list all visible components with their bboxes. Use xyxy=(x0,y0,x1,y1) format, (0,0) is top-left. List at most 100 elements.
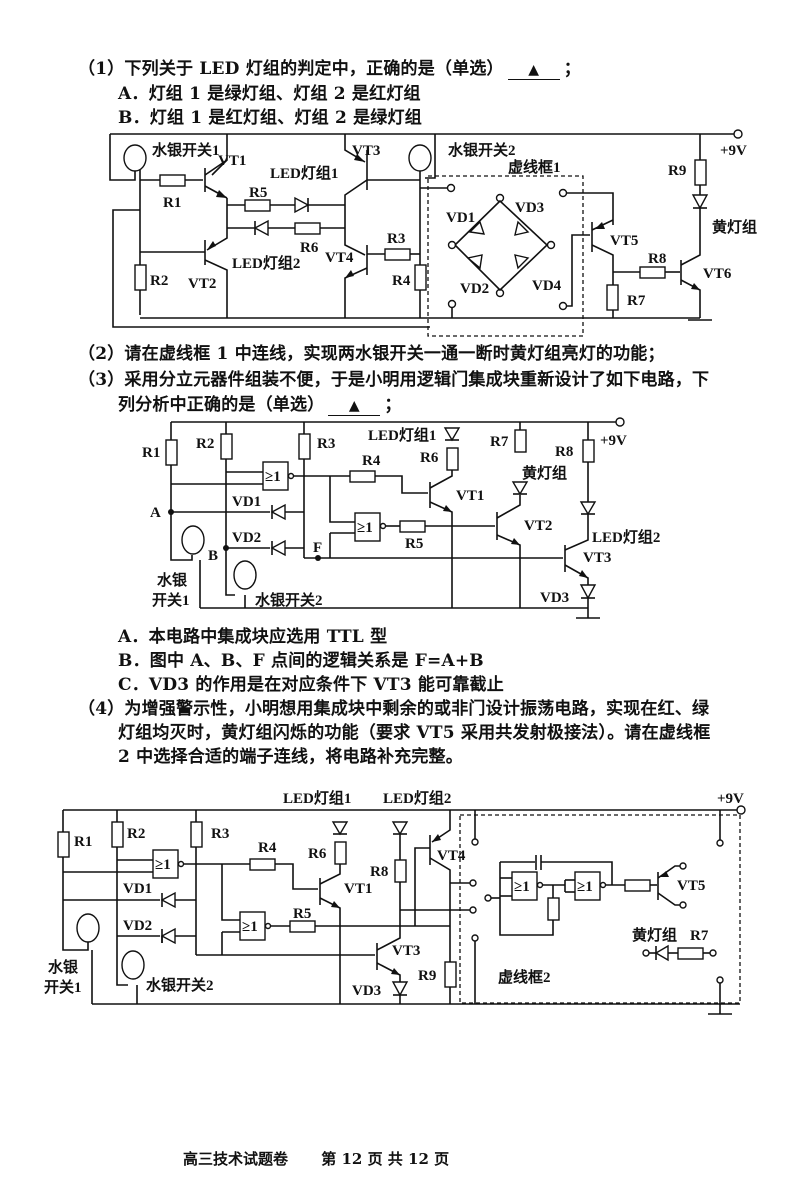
circuit-3-labels: R1 R2 R3 ≥1 ≥1 ≥1 ≥1 R4 R5 R6 R8 R9 R7 L… xyxy=(44,789,744,999)
label-vcc: +9V xyxy=(720,143,747,159)
question-4-line1: （4）为增强警示性，小明想用集成块中剩余的或非门设计振荡电路，实现在红、绿 xyxy=(78,699,710,719)
question-4-line2: 灯组均灭时，黄灯组闪烁的功能（要求 VT5 采用共发射极接法）。请在虚线框 xyxy=(118,723,711,743)
label-VT6: VT6 xyxy=(703,266,732,282)
label-led1: LED灯组1 xyxy=(368,426,436,444)
label-VT3: VT3 xyxy=(392,943,420,959)
label-VD3: VD3 xyxy=(540,590,569,606)
circuit-3-wires xyxy=(57,805,746,1015)
label-VT3: VT3 xyxy=(352,143,380,159)
label-VD4: VD4 xyxy=(532,278,562,294)
label-VT5: VT5 xyxy=(677,878,705,894)
label-led1: LED灯组1 xyxy=(283,789,351,807)
label-VD2: VD2 xyxy=(232,530,261,546)
label-node-B: B xyxy=(208,548,218,564)
dashed-box-2 xyxy=(459,814,741,1004)
label-VT5: VT5 xyxy=(610,233,638,249)
label-VT3: VT3 xyxy=(583,550,611,566)
label-R6: R6 xyxy=(308,846,327,862)
label-led2: LED灯组2 xyxy=(592,528,660,546)
label-R7: R7 xyxy=(627,293,646,309)
label-VT4: VT4 xyxy=(325,250,354,266)
question-3-stem-line2: 列分析中正确的是（单选）▲； xyxy=(118,394,402,416)
label-node-A: A xyxy=(150,505,161,521)
label-switch1: 水银开关1 xyxy=(152,141,220,159)
label-switch1-b: 开关1 xyxy=(44,978,82,996)
label-VT1: VT1 xyxy=(218,153,246,169)
label-VD1: VD1 xyxy=(123,881,152,897)
label-VD2: VD2 xyxy=(123,918,152,934)
label-R1: R1 xyxy=(142,445,160,461)
question-3-option-a: A．本电路中集成块应选用 TTL 型 xyxy=(118,627,388,647)
label-R5: R5 xyxy=(249,185,267,201)
label-vcc: +9V xyxy=(717,791,744,807)
label-R6: R6 xyxy=(300,240,319,256)
label-switch2: 水银开关2 xyxy=(255,591,323,609)
question-1-option-a: A．灯组 1 是绿灯组、灯组 2 是红灯组 xyxy=(118,84,421,104)
label-gate2: ≥1 xyxy=(357,520,373,536)
answer-blank[interactable]: ▲ xyxy=(328,396,381,416)
label-R3: R3 xyxy=(317,436,335,452)
label-R5: R5 xyxy=(293,906,311,922)
label-R4: R4 xyxy=(362,453,381,469)
circuit-2-labels: R1 R2 R3 ≥1 ≥1 R4 R5 R6 R7 R8 LED灯组1 黄灯组… xyxy=(142,426,660,609)
punctuation: ； xyxy=(384,395,402,415)
label-VT1: VT1 xyxy=(344,881,372,897)
label-gate1: ≥1 xyxy=(265,469,281,485)
punctuation: ； xyxy=(563,59,581,79)
label-R1: R1 xyxy=(74,834,92,850)
question-1-text: （1）下列关于 LED 灯组的判定中，正确的是（单选） xyxy=(78,59,504,79)
label-led1: LED灯组1 xyxy=(270,164,338,182)
page-footer: 高三技术试题卷 第 12 页 共 12 页 xyxy=(183,1148,477,1169)
question-4-line3: 2 中选择合适的端子连线，将电路补充完整。 xyxy=(118,747,463,767)
label-VD1: VD1 xyxy=(232,494,261,510)
question-3-stem-line1: （3）采用分立元器件组装不便，于是小明用逻辑门集成块重新设计了如下电路，下 xyxy=(78,370,710,390)
label-switch2: 水银开关2 xyxy=(146,976,214,994)
label-VT2: VT2 xyxy=(524,518,552,534)
label-yellow: 黄灯组 xyxy=(712,218,757,236)
footer-title: 高三技术试题卷 xyxy=(183,1150,289,1168)
label-yellow: 黄灯组 xyxy=(522,464,567,482)
question-1-option-b: B．灯组 1 是红灯组、灯组 2 是绿灯组 xyxy=(118,108,422,128)
label-R8: R8 xyxy=(370,864,388,880)
label-R4: R4 xyxy=(392,273,411,289)
vcc-terminal xyxy=(733,129,743,139)
circuit-1-labels: 水银开关1 R1 VT1 R5 LED灯组1 R6 LED灯组2 R2 VT2 … xyxy=(150,141,757,309)
label-gate1: ≥1 xyxy=(155,857,171,873)
question-3-option-b: B．图中 A、B、F 点间的逻辑关系是 F=A+B xyxy=(118,651,484,671)
label-R9: R9 xyxy=(668,163,686,179)
question-2-text: （2）请在虚线框 1 中连线，实现两水银开关一通一断时黄灯组亮灯的功能； xyxy=(78,344,665,364)
answer-blank[interactable]: ▲ xyxy=(507,60,560,80)
question-3-option-c: C．VD3 的作用是在对应条件下 VT3 能可靠截止 xyxy=(118,675,504,695)
label-R3: R3 xyxy=(387,231,405,247)
label-gate3: ≥1 xyxy=(514,879,530,895)
question-1-stem: （1）下列关于 LED 灯组的判定中，正确的是（单选） ▲ ； xyxy=(78,58,581,80)
label-VT4: VT4 xyxy=(437,848,466,864)
label-VD1: VD1 xyxy=(446,210,475,226)
circuit-1-wires xyxy=(109,129,743,337)
label-switch1-a: 水银 xyxy=(48,958,79,976)
label-VD3: VD3 xyxy=(352,983,381,999)
label-dashbox2: 虚线框2 xyxy=(498,968,551,986)
label-led2: LED灯组2 xyxy=(232,254,300,272)
label-R8: R8 xyxy=(555,444,573,460)
dashed-box-1 xyxy=(427,175,584,337)
label-gate2: ≥1 xyxy=(242,919,258,935)
footer-page-number: 第 12 页 共 12 页 xyxy=(321,1150,450,1168)
triangle-mark-icon: ▲ xyxy=(528,62,540,78)
label-R7: R7 xyxy=(690,928,709,944)
label-gate4: ≥1 xyxy=(577,879,593,895)
label-VD2: VD2 xyxy=(460,281,489,297)
label-R1: R1 xyxy=(163,195,181,211)
label-R4: R4 xyxy=(258,840,277,856)
label-dashbox1: 虚线框1 xyxy=(508,158,561,176)
label-R3: R3 xyxy=(211,826,229,842)
label-VT2: VT2 xyxy=(188,276,216,292)
label-VD3: VD3 xyxy=(515,200,544,216)
label-R2: R2 xyxy=(196,436,214,452)
label-R5: R5 xyxy=(405,536,423,552)
label-switch2: 水银开关2 xyxy=(448,141,516,159)
label-R2: R2 xyxy=(127,826,145,842)
label-R2: R2 xyxy=(150,273,168,289)
